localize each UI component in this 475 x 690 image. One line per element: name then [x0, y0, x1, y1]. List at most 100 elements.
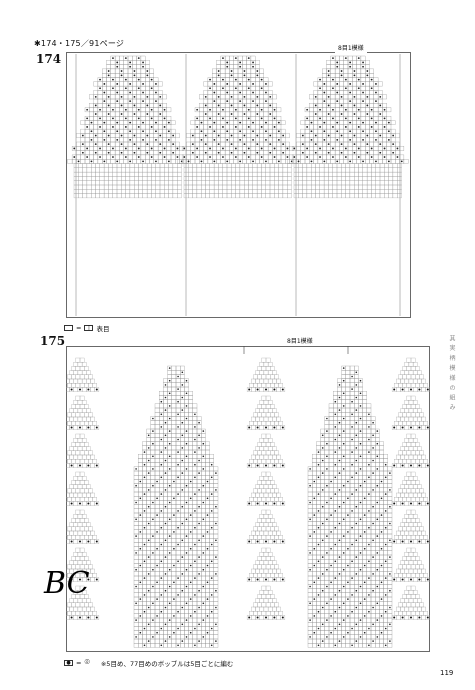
stitch-symbol	[135, 552, 137, 554]
stitch-symbol	[357, 117, 360, 120]
grid-cell	[349, 496, 355, 501]
grid-cell	[224, 77, 230, 82]
grid-cell	[345, 374, 351, 379]
stitch-symbol	[326, 552, 328, 554]
stitch-symbol	[309, 535, 311, 537]
grid-cell	[142, 567, 147, 572]
grid-cell	[133, 622, 139, 627]
grid-cell	[138, 622, 143, 627]
grid-cell	[205, 454, 210, 459]
grid-cell	[285, 133, 290, 138]
grid-cell	[86, 189, 92, 194]
grid-cell	[375, 491, 380, 497]
stitch-symbol	[317, 526, 320, 529]
stitch-symbol	[150, 117, 153, 120]
grid-cell	[164, 184, 169, 190]
grid-cell	[366, 193, 372, 199]
grid-cell	[366, 445, 372, 451]
grid-cell	[205, 567, 210, 572]
grid-cell	[218, 163, 223, 168]
grid-cell	[142, 500, 147, 505]
stitch-symbol	[306, 147, 309, 150]
stitch-symbol	[189, 547, 192, 550]
stitch-symbol	[327, 104, 330, 107]
grid-cell	[138, 180, 143, 186]
stitch-symbol	[297, 160, 300, 163]
grid-cell	[102, 141, 107, 147]
grid-cell	[154, 584, 160, 589]
grid-cell	[205, 609, 210, 614]
stitch-symbol	[129, 130, 132, 133]
grid-cell	[366, 184, 372, 190]
stitch-symbol	[277, 138, 280, 141]
grid-cell	[296, 154, 301, 160]
grid-cell	[175, 567, 181, 572]
stitch-symbol	[206, 631, 209, 634]
stitch-symbol	[198, 623, 200, 626]
grid-cell	[296, 133, 301, 138]
stitch-symbol	[347, 480, 349, 483]
stitch-symbol	[336, 61, 339, 64]
stitch-symbol	[168, 379, 171, 382]
grid-cell	[397, 184, 402, 190]
grid-cell	[168, 189, 174, 194]
stitch-symbol	[160, 594, 163, 596]
grid-cell	[384, 167, 389, 173]
grid-cell	[167, 433, 172, 438]
grid-cell	[159, 403, 164, 409]
grid-cell	[201, 643, 206, 648]
stitch-symbol	[160, 510, 163, 512]
grid-cell	[328, 575, 334, 581]
grid-cell	[312, 533, 317, 539]
stitch-symbol	[355, 489, 358, 491]
stitch-symbol	[167, 121, 170, 124]
grid-cell	[168, 171, 174, 177]
stitch-symbol	[317, 594, 320, 596]
grid-cell	[328, 416, 334, 421]
stitch-symbol	[146, 151, 149, 154]
stitch-symbol	[355, 589, 358, 592]
grid-cell	[337, 462, 342, 467]
grid-cell	[333, 596, 338, 602]
stitch-symbol	[164, 640, 167, 642]
grid-cell	[274, 180, 279, 186]
grid-cell	[140, 55, 146, 61]
grid-cell	[345, 416, 351, 421]
grid-cell	[129, 180, 135, 186]
grid-cell	[387, 483, 393, 488]
grid-cell	[175, 605, 181, 610]
grid-cell	[397, 180, 402, 186]
grid-cell	[379, 508, 384, 514]
stitch-symbol	[164, 505, 167, 508]
stitch-symbol	[380, 564, 383, 567]
stitch-symbol	[217, 134, 220, 137]
grid-cell	[145, 98, 150, 104]
grid-cell	[171, 584, 177, 589]
grid-cell	[157, 116, 163, 121]
grid-cell	[149, 98, 154, 104]
grid-cell	[328, 441, 334, 446]
grid-cell	[192, 554, 198, 560]
grid-cell	[142, 163, 148, 168]
stitch-symbol	[347, 581, 349, 584]
stitch-symbol	[168, 430, 171, 432]
grid-cell	[163, 399, 168, 404]
grid-cell	[324, 521, 330, 526]
grid-cell	[333, 533, 338, 539]
grid-cell	[337, 454, 342, 459]
stitch-symbol	[306, 108, 309, 111]
grid-cell	[203, 146, 209, 151]
grid-cell	[167, 512, 172, 518]
stitch-symbol	[213, 100, 216, 103]
grid-cell	[360, 146, 366, 151]
grid-cell	[265, 171, 271, 177]
grid-cell	[207, 90, 213, 95]
grid-cell	[171, 407, 177, 413]
grid-cell	[196, 567, 202, 572]
grid-cell	[370, 559, 376, 564]
grid-cell	[203, 90, 209, 95]
grid-cell	[337, 416, 342, 421]
grid-cell	[123, 68, 129, 74]
grid-cell	[242, 128, 247, 134]
grid-cell	[316, 550, 321, 556]
